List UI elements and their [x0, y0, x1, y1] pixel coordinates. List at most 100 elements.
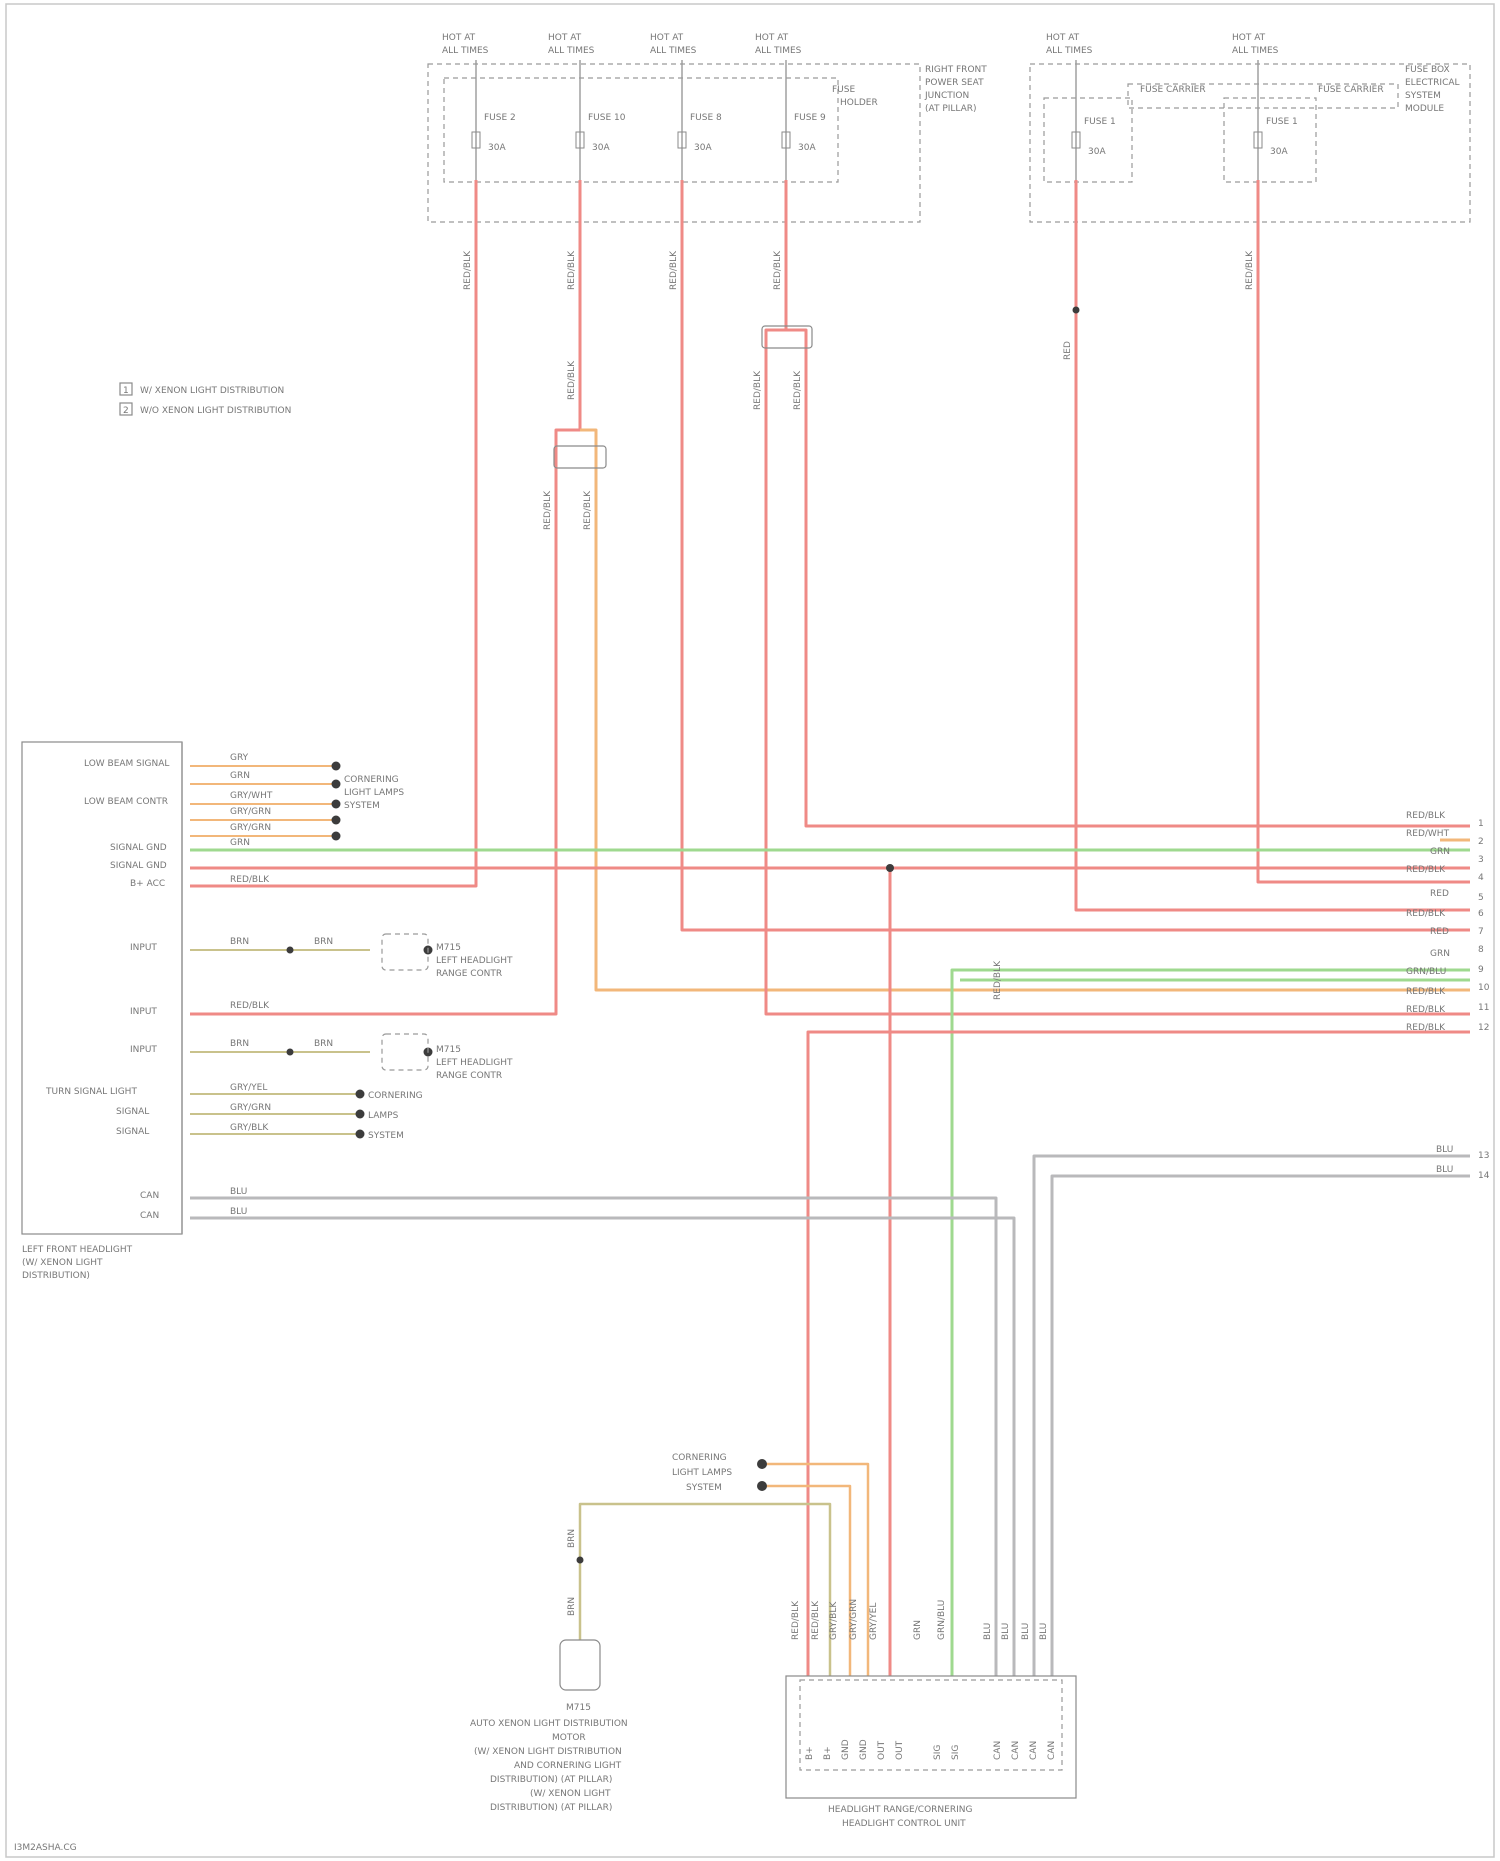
left-module-title-1: LEFT FRONT HEADLIGHT [22, 1245, 133, 1255]
rterm-pin-8: 8 [1478, 945, 1484, 955]
fuse-box-left-title-1: RIGHT FRONT [925, 65, 987, 75]
cu-pin-9: CAN [993, 1741, 1003, 1760]
sensor-line-6: (W/ XENON LIGHT [530, 1789, 611, 1799]
left-module-title-3: DISTRIBUTION) [22, 1271, 90, 1281]
wire-fuse1b [1258, 180, 1470, 882]
fuse-header-2-line1: HOT AT [548, 33, 582, 43]
motor-2-name: M715 [436, 1045, 461, 1055]
rterm-wire-1: RED/BLK [1406, 811, 1446, 821]
vlabel-top-1: RED/BLK [463, 250, 473, 290]
fuse-header-2-line2: ALL TIMES [548, 46, 595, 56]
wire-fuse10-right [580, 430, 1470, 990]
wire-fuse10-left [190, 180, 580, 1014]
cu-pin-8: SIG [951, 1745, 961, 1760]
fuse-holder-label-1: FUSE [832, 85, 855, 95]
splice-a-1: CORNERING [344, 775, 399, 785]
fuse-1a-name: FUSE 1 [1084, 117, 1116, 127]
vlabel-top-4: RED/BLK [773, 250, 783, 290]
fuse-2-rating: 30A [488, 143, 506, 153]
rterm-pin-10: 10 [1478, 983, 1490, 993]
cu-tag-11: BLU [1039, 1623, 1049, 1640]
vlabel-top-5: RED [1063, 341, 1073, 360]
wire-green-down [952, 970, 1470, 1676]
lm-pin-label-1: LOW BEAM SIGNAL [84, 759, 169, 769]
rterm-pin-9: 9 [1478, 965, 1484, 975]
left-module-title-2: (W/ XENON LIGHT [22, 1258, 103, 1268]
sensor-line-5: DISTRIBUTION) (AT PILLAR) [490, 1775, 612, 1785]
fuses: FUSE 2 30A FUSE 10 30A FUSE 8 30A FUSE 9… [472, 60, 1298, 180]
fuse-1-b: FUSE 1 30A [1254, 60, 1298, 180]
lm-wire-15: GRY/GRN [230, 1103, 271, 1113]
rterm-pin-7: 7 [1478, 927, 1484, 937]
sensor-line-2: MOTOR [552, 1733, 586, 1743]
lm-pin-label-14: TURN SIGNAL LIGHT [45, 1087, 137, 1097]
rterm-wire-2: RED/WHT [1406, 829, 1450, 839]
sensor-line-3: (W/ XENON LIGHT DISTRIBUTION [474, 1747, 622, 1757]
wire-can-4 [1052, 1176, 1470, 1676]
rterm-wire-3: GRN [1430, 847, 1450, 857]
fuse-header-1-line2: ALL TIMES [442, 46, 489, 56]
rterm-wire-11: RED/BLK [1406, 1005, 1446, 1015]
fuse-header-1-line1: HOT AT [442, 33, 476, 43]
splice-a-2: LIGHT LAMPS [344, 788, 404, 798]
vlabel-mid-3: RED/BLK [583, 490, 593, 530]
cu-pin-4: GND [859, 1739, 869, 1760]
fuse-box-right-title-3: SYSTEM [1405, 91, 1441, 101]
fuse-header-6-line1: HOT AT [1232, 33, 1266, 43]
splice-b-2: LAMPS [368, 1111, 399, 1121]
rterm-can-pin-1: 13 [1478, 1151, 1489, 1161]
lm-pin-label-8: SIGNAL GND [110, 861, 167, 871]
cu-tag-2: RED/BLK [811, 1600, 821, 1640]
lm-wire-18: BLU [230, 1207, 247, 1217]
control-unit-title-1: HEADLIGHT RANGE/CORNERING [828, 1805, 972, 1815]
sensor-line-4: AND CORNERING LIGHT [514, 1761, 622, 1771]
cu-tag-5: GRY/YEL [869, 1603, 879, 1640]
sensor-wire-2: BRN [567, 1597, 577, 1616]
wire-bot-2 [760, 1486, 850, 1676]
sensor-name: M715 [566, 1703, 591, 1713]
cu-pin-7: SIG [933, 1745, 943, 1760]
lm-wire-16: GRY/BLK [230, 1123, 269, 1133]
fuse-2-name: FUSE 2 [484, 113, 516, 123]
fuse-carrier-label-1: FUSE CARRIER [1140, 85, 1206, 95]
cu-pin-10: CAN [1011, 1741, 1021, 1760]
lm-wire-12: RED/BLK [230, 1001, 270, 1011]
fuse-8-name: FUSE 8 [690, 113, 722, 123]
cu-tag-3: GRY/BLK [829, 1601, 839, 1640]
fuse-header-5-line2: ALL TIMES [1046, 46, 1093, 56]
lm-short-wire-1: BRN [314, 937, 333, 947]
rterm-can-wire-2: BLU [1436, 1165, 1453, 1175]
rterm-pin-1: 1 [1478, 819, 1484, 829]
motor-2-line2: RANGE CONTR [436, 1071, 502, 1081]
fuse-1a-rating: 30A [1088, 147, 1106, 157]
bottom-splice-labels: CORNERING LIGHT LAMPS SYSTEM [672, 1453, 732, 1493]
cu-tag-9: BLU [1001, 1623, 1011, 1640]
lm-wire-7: GRN [230, 838, 250, 848]
legend-text-2: W/O XENON LIGHT DISTRIBUTION [140, 406, 291, 416]
fuse-1b-name: FUSE 1 [1266, 117, 1298, 127]
fuse-1b-rating: 30A [1270, 147, 1288, 157]
wire-bot-1 [760, 1464, 868, 1676]
cu-tag-1: RED/BLK [791, 1600, 801, 1640]
vertical-wire-labels: RED/BLK RED/BLK RED/BLK RED/BLK RED RED/… [463, 250, 1255, 1000]
wire-bot-3 [580, 1504, 830, 1676]
fuse-header-4-line2: ALL TIMES [755, 46, 802, 56]
motor-2-line1: LEFT HEADLIGHT [436, 1058, 513, 1068]
rterm-wire-5: RED [1430, 889, 1449, 899]
fuse-1-a: FUSE 1 30A [1072, 60, 1116, 180]
fuse-header-3-line1: HOT AT [650, 33, 684, 43]
sensor-line-1: AUTO XENON LIGHT DISTRIBUTION [470, 1719, 628, 1729]
rterm-pin-3: 3 [1478, 855, 1484, 865]
fuse-10-name: FUSE 10 [588, 113, 626, 123]
rterm-pin-2: 2 [1478, 837, 1484, 847]
vlabel-mid-4: RED/BLK [753, 370, 763, 410]
rterm-wire-7: RED [1430, 927, 1449, 937]
lm-wire-17: BLU [230, 1187, 247, 1197]
rterm-wire-12: RED/BLK [1406, 1023, 1446, 1033]
vlabel-mid-6: RED/BLK [993, 960, 1003, 1000]
wires [190, 180, 1470, 1676]
legend-mark-2: 2 [123, 406, 129, 416]
sensor-line-7: DISTRIBUTION) (AT PILLAR) [490, 1803, 612, 1813]
lm-pin-label-10: INPUT [130, 943, 157, 953]
cu-pin-12: CAN [1047, 1741, 1057, 1760]
